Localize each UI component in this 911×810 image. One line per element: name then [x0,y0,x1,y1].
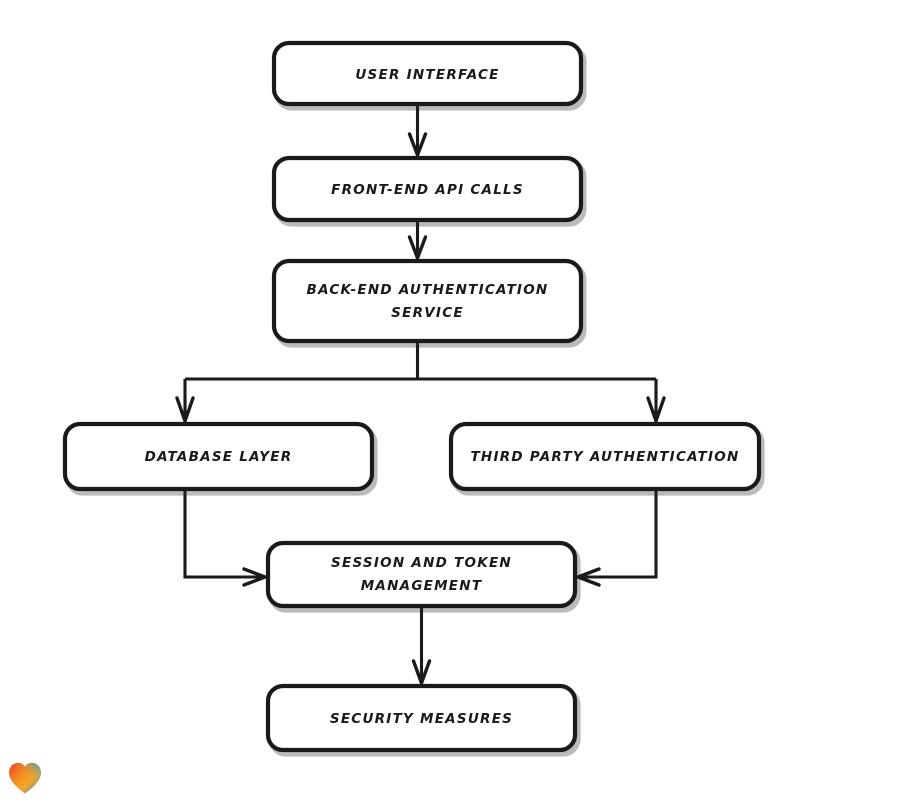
edge-session-to-security [411,606,432,685]
node-back-end-authentication-service-label-line1: BACK-END AUTHENTICATION [307,282,549,298]
node-third-party-authentication-box [448,421,762,492]
node-third-party-authentication[interactable]: THIRD PARTY AUTHENTICATION [448,421,765,496]
node-back-end-authentication-service-label-line2: SERVICE [391,305,464,321]
node-back-end-authentication-service[interactable]: BACK-END AUTHENTICATION SERVICE [271,258,587,348]
edge-api-to-backend [407,220,428,260]
node-database-layer[interactable]: DATABASE LAYER [62,421,378,496]
node-back-end-authentication-service-box [271,258,584,344]
node-user-interface-label: USER INTERFACE [355,67,499,83]
edge-backend-to-thirdparty [646,379,666,423]
node-user-interface-box [271,40,584,107]
node-third-party-authentication-label: THIRD PARTY AUTHENTICATION [470,449,739,465]
node-security-measures-box [265,683,578,753]
node-session-and-token-management-box [265,540,578,609]
node-front-end-api-calls-box [271,155,584,223]
node-session-and-token-management-label-line2: MANAGEMENT [361,578,483,594]
node-database-layer-box [62,421,375,492]
edge-database-to-session [183,489,267,587]
node-front-end-api-calls-label: FRONT-END API CALLS [331,182,524,198]
node-session-and-token-management[interactable]: SESSION AND TOKEN MANAGEMENT [265,540,581,613]
node-user-interface[interactable]: USER INTERFACE [271,40,587,111]
node-session-and-token-management-label-line1: SESSION AND TOKEN [331,555,512,571]
node-database-layer-label: DATABASE LAYER [145,449,293,465]
node-front-end-api-calls[interactable]: FRONT-END API CALLS [271,155,587,227]
edge-backend-to-database [175,379,195,423]
heart-icon-overlay [9,762,41,794]
edge-ui-to-api [407,104,428,157]
edge-backend-split [185,341,656,381]
node-security-measures-label: SECURITY MEASURES [330,711,513,727]
edge-thirdparty-to-session [576,489,658,587]
node-security-measures[interactable]: SECURITY MEASURES [265,683,581,757]
heart-icon [9,762,41,794]
